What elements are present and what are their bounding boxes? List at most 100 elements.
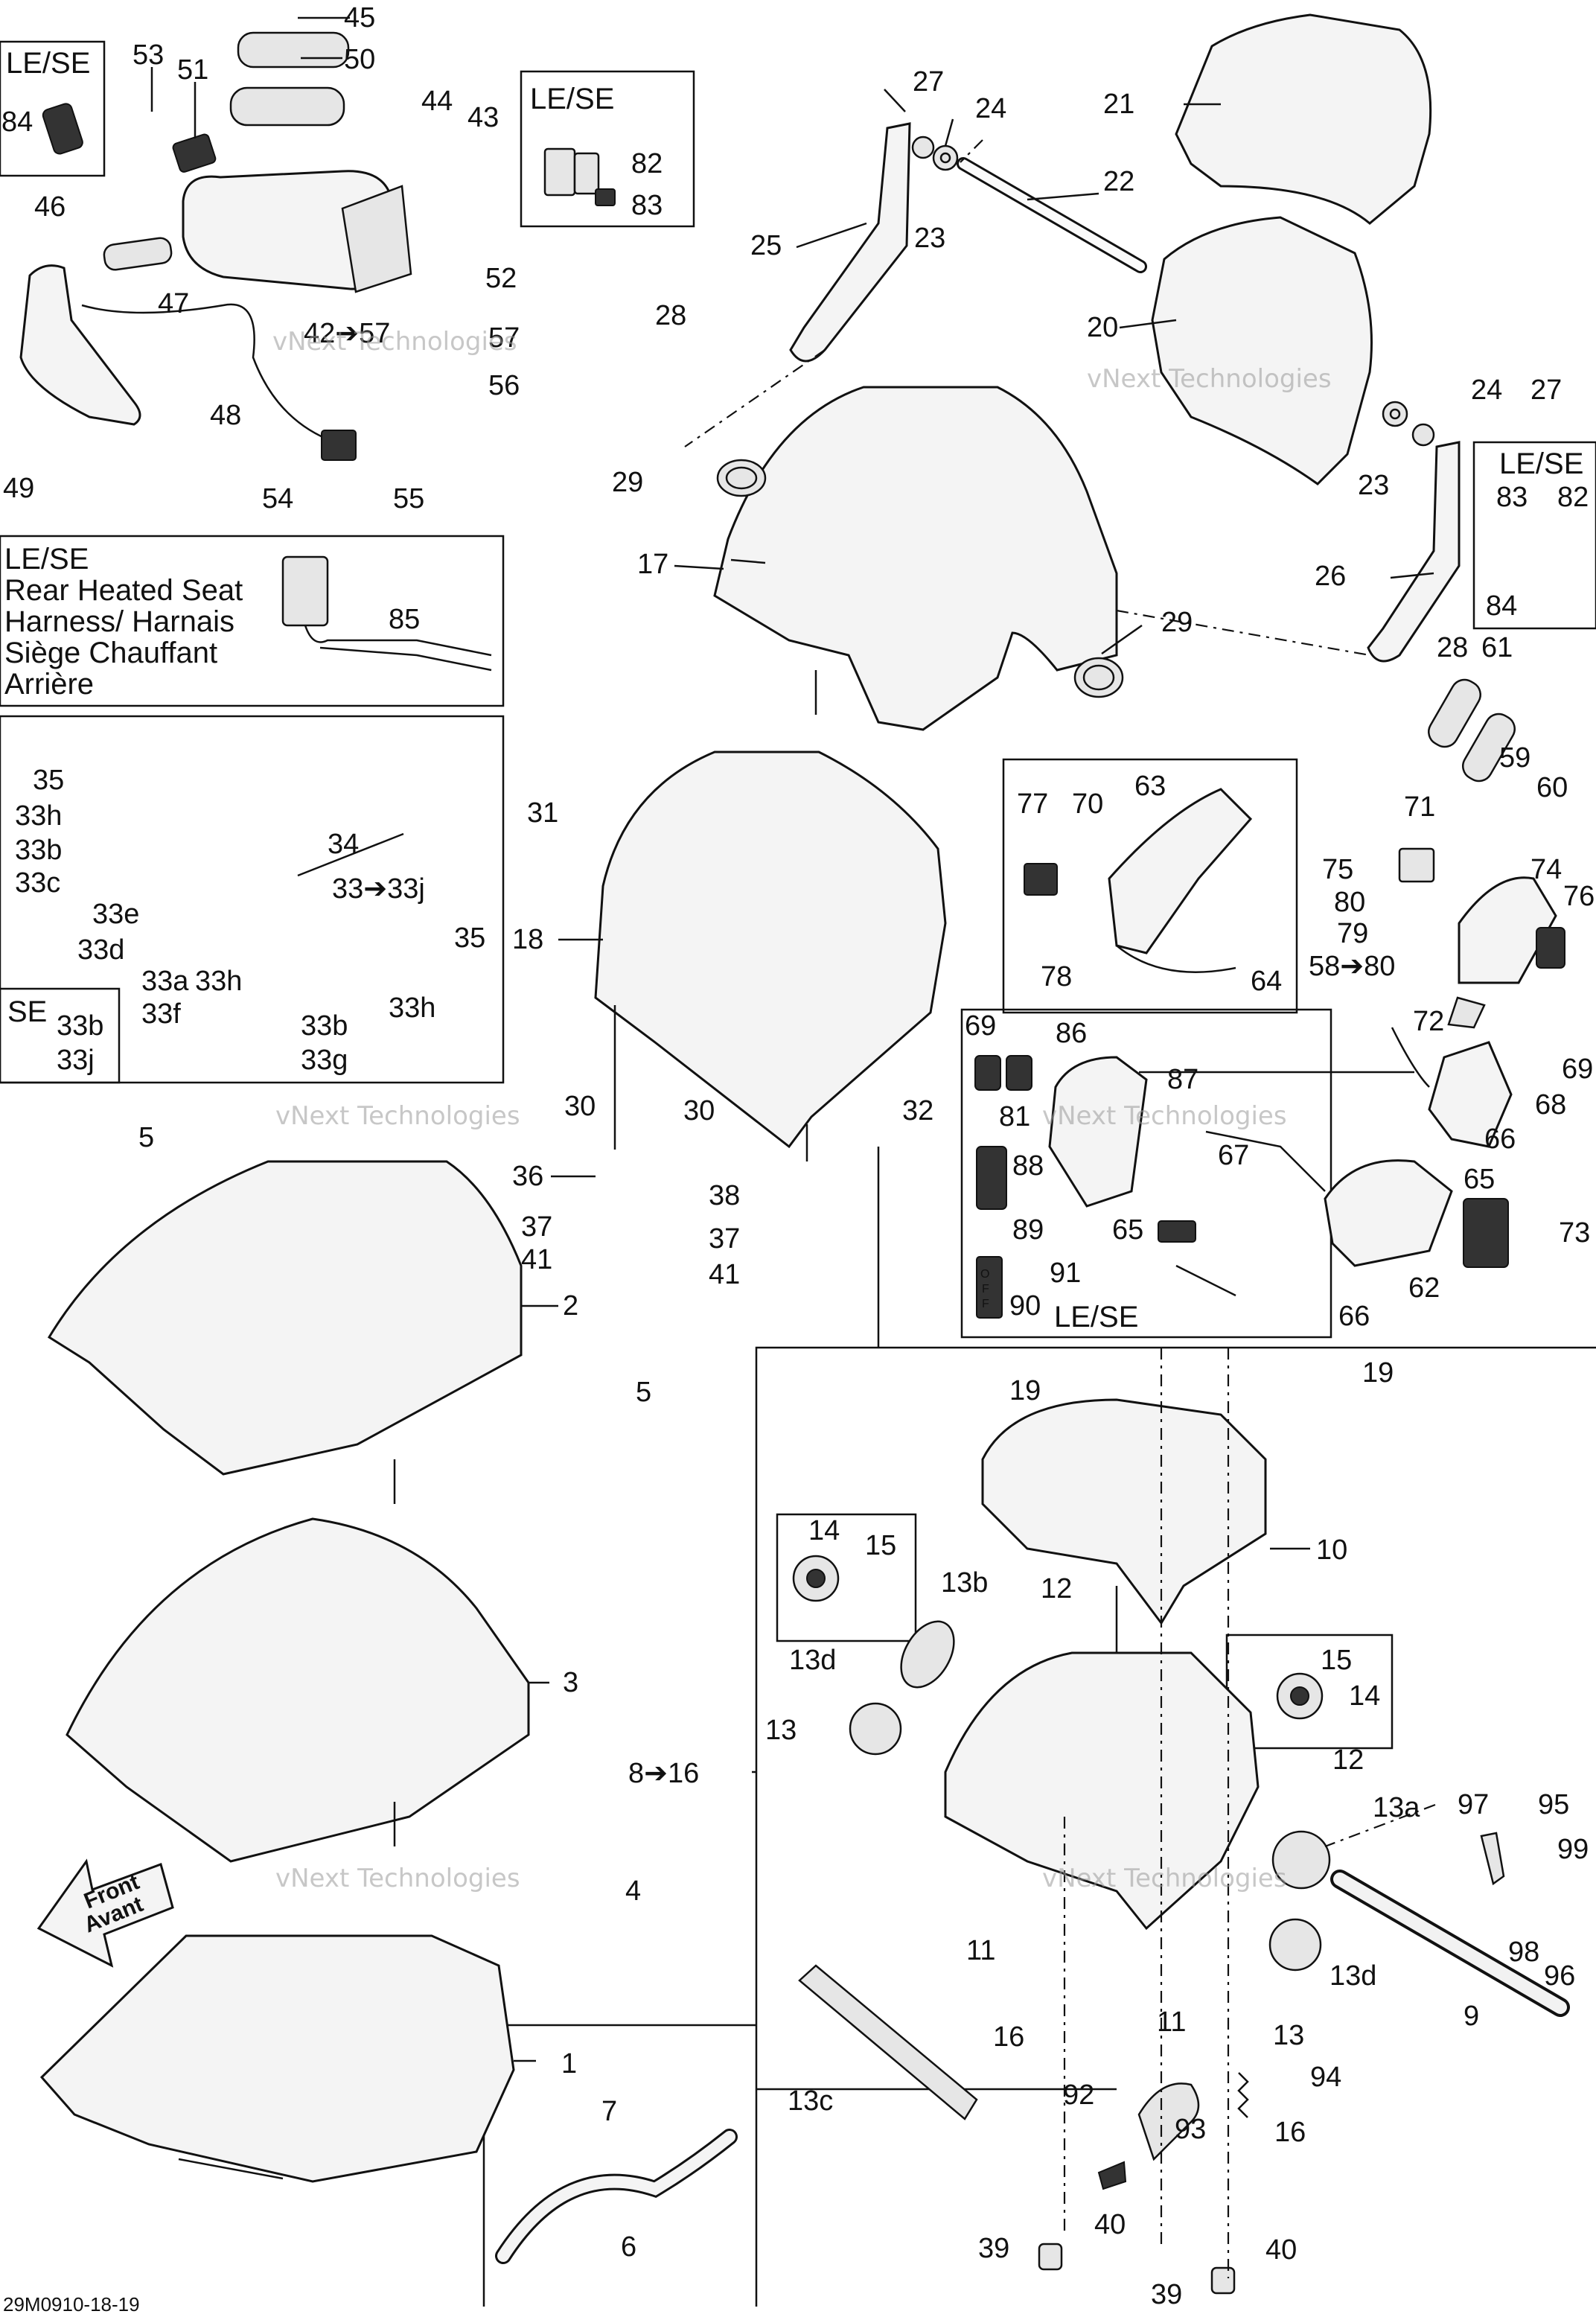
parts-82-83 [543, 147, 616, 206]
callout-33j2: 33j [57, 1045, 95, 1076]
callout-13d2: 13d [1330, 1960, 1376, 1992]
bumper-39a [1038, 2243, 1063, 2271]
callout-46: 46 [34, 191, 66, 223]
seat-17 [713, 386, 1118, 731]
plate-13 [849, 1702, 902, 1756]
watermark-line-5: vNext Technologies [275, 1864, 520, 1893]
callout-30b: 30 [683, 1095, 715, 1126]
callout-54: 54 [262, 483, 293, 514]
callout-74: 74 [1530, 854, 1562, 885]
callout-70: 70 [1072, 788, 1103, 820]
callout-47: 47 [158, 288, 189, 319]
callout-83: 83 [631, 190, 663, 221]
callout-40: 40 [1094, 2209, 1126, 2240]
leader-lines [150, 16, 1436, 2278]
callout-5: 5 [138, 1122, 154, 1153]
callout-28b: 28 [1437, 632, 1468, 663]
callout-38: 38 [709, 1180, 740, 1211]
callout-11: 11 [966, 1935, 995, 1966]
switch-box: LE/SE [960, 1008, 1332, 1339]
callout-14b: 14 [1349, 1680, 1380, 1712]
bracket-46 [19, 264, 141, 426]
callout-27: 27 [913, 66, 944, 98]
rail-13c [798, 1964, 978, 2120]
callout-15: 15 [865, 1530, 896, 1561]
callout-33d: 33d [77, 934, 124, 966]
callout-35b: 35 [454, 922, 485, 954]
callout-34: 34 [328, 829, 359, 860]
callout-28: 28 [655, 300, 686, 331]
base-1 [39, 1934, 515, 2183]
watermark-line-3: vNext Technologies [1042, 1101, 1287, 1131]
plate-13a [1271, 1830, 1331, 1890]
callout-13: 13 [765, 1715, 797, 1746]
callout-57: 57 [488, 322, 520, 354]
callout-44: 44 [421, 86, 453, 117]
box-title: SE [7, 995, 47, 1028]
rear-heated-line-1: LE/SE [4, 543, 89, 576]
callout-96: 96 [1544, 1960, 1575, 1992]
grip-61 [1428, 678, 1516, 783]
callout-18: 18 [512, 924, 543, 955]
bearing-14a [792, 1555, 840, 1602]
backrest-cover-21 [1175, 13, 1432, 225]
lever-93 [1097, 2082, 1200, 2190]
callout-13a: 13a [1373, 1792, 1420, 1823]
callout-13-right: 13 [1273, 2020, 1304, 2051]
callout-85: 85 [389, 604, 420, 635]
watermark: vNext Technologies vNext Technologies vN… [272, 327, 1332, 1893]
watermark-line-1: vNext Technologies [272, 327, 517, 357]
callout-33e: 33e [92, 899, 139, 930]
clip-51 [172, 133, 217, 173]
cover-62 [1324, 1159, 1509, 1268]
harness-85 [281, 555, 492, 672]
callout-93: 93 [1175, 2114, 1206, 2145]
callout-33a: 33a [141, 966, 189, 997]
washer-24b [1411, 423, 1435, 447]
callout-61: 61 [1481, 632, 1513, 663]
spring-94 [1237, 2072, 1249, 2118]
bumper-39b [1210, 2266, 1236, 2295]
switch-text-1: O [980, 1268, 989, 1281]
callout-87: 87 [1167, 1064, 1198, 1095]
callout-48: 48 [210, 400, 241, 431]
callout-89: 89 [1012, 1214, 1044, 1246]
callout-15b: 15 [1321, 1645, 1352, 1676]
callout-37b: 37 [709, 1223, 740, 1255]
backrest-20 [1151, 216, 1373, 485]
washer-24 [911, 136, 935, 159]
callout-98: 98 [1508, 1937, 1539, 1968]
seat-shell-18 [594, 750, 947, 1149]
callout-81: 81 [999, 1101, 1030, 1132]
callout-49: 49 [3, 473, 34, 504]
callout-20: 20 [1087, 312, 1118, 343]
callout-21: 21 [1103, 89, 1134, 120]
callout-16: 16 [993, 2021, 1024, 2053]
ring-29b [1073, 657, 1124, 698]
front-arrow: Front Avant [36, 1858, 174, 1968]
se-box: SE [0, 987, 121, 1084]
callout-50: 50 [344, 44, 375, 75]
callout-88: 88 [1012, 1150, 1044, 1182]
callout-23: 23 [914, 223, 945, 254]
callout-33g: 33g [301, 1045, 348, 1076]
callout-2: 2 [563, 1290, 578, 1322]
callout-71: 71 [1404, 791, 1435, 823]
watermark-line-6: vNext Technologies [1042, 1864, 1287, 1893]
le-se-box-right: LE/SE [1472, 441, 1596, 630]
callout-11b: 11 [1157, 2007, 1186, 2038]
callout-82b: 82 [1557, 482, 1589, 513]
callout-31: 31 [527, 797, 558, 829]
callout-37: 37 [521, 1211, 552, 1243]
harness-48 [81, 303, 357, 461]
washer-23 [932, 144, 959, 171]
air-line-box [482, 2024, 756, 2307]
callout-41: 41 [521, 1244, 552, 1275]
callout-91: 91 [1050, 1258, 1081, 1289]
heater-handle-63 [1024, 788, 1253, 973]
callout-33h2: 33h [195, 966, 242, 997]
rear-heated-line-4: Siège Chauffant [4, 637, 217, 669]
callout-92: 92 [1063, 2079, 1094, 2111]
callout-99: 99 [1557, 1834, 1589, 1865]
callout-30: 30 [564, 1091, 596, 1122]
